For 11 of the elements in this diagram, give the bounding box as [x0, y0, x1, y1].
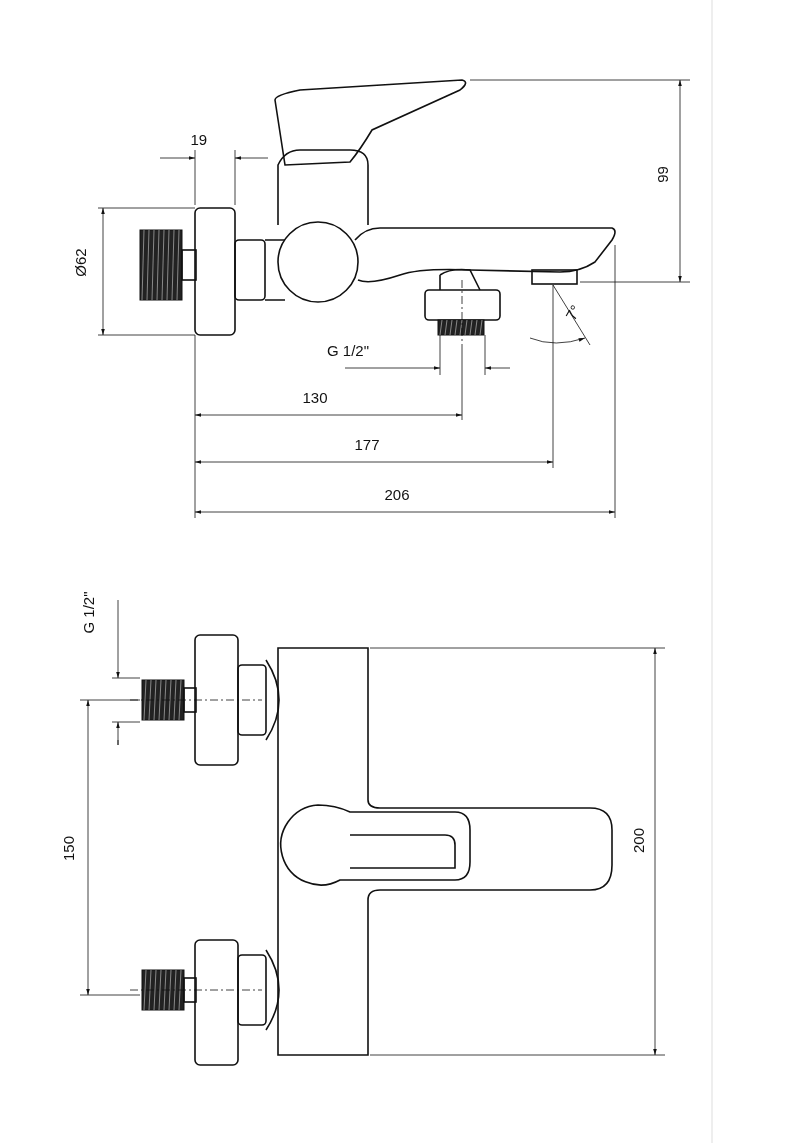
- dimension-label: 150: [59, 835, 77, 861]
- dimension-label: 99: [653, 165, 671, 183]
- dimension-label: 206: [384, 485, 410, 503]
- dimension-label: 7°: [562, 301, 585, 323]
- dimension-label: 177: [354, 435, 380, 453]
- dimension-label: Ø62: [71, 247, 89, 277]
- dimension-label: 200: [629, 827, 647, 853]
- dimension-label: 130: [302, 388, 328, 406]
- dimension-label: 19: [190, 130, 208, 148]
- dimension-label: G 1/2": [79, 591, 97, 633]
- dimension-label: G 1/2": [327, 341, 369, 359]
